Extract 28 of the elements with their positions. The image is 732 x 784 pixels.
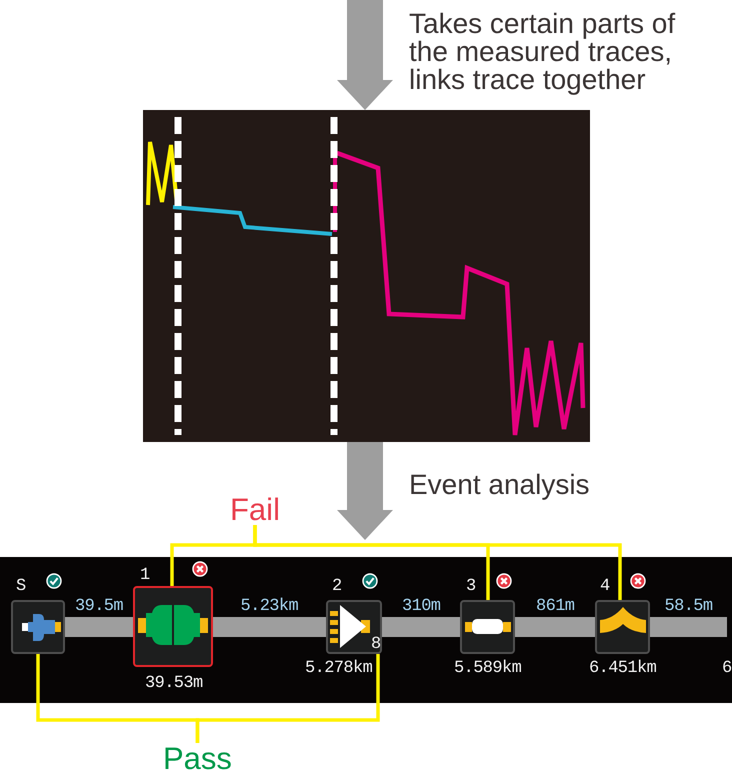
event-tile xyxy=(460,600,515,654)
event-distance: 6.451km xyxy=(589,659,656,678)
bracket-line xyxy=(253,525,622,600)
status-label: Fail xyxy=(230,494,280,525)
event-distance: 39.53m xyxy=(145,674,203,693)
event-tile xyxy=(11,600,65,654)
event-distance: 6 xyxy=(722,659,732,678)
event-number: S xyxy=(16,577,26,596)
block-arrow xyxy=(337,0,393,110)
event-distance: 5.278km xyxy=(305,659,372,678)
trace-plot xyxy=(143,110,590,442)
event-tile xyxy=(326,600,382,654)
ratio-number: 8 xyxy=(371,635,381,654)
status-label: Pass xyxy=(163,743,232,774)
bracket-line xyxy=(196,654,380,743)
event-tile xyxy=(133,586,213,667)
link-bar xyxy=(515,617,595,637)
event-tile xyxy=(595,600,650,654)
link-bar xyxy=(382,617,460,637)
event-number: 2 xyxy=(332,577,342,596)
event-number: 4 xyxy=(600,577,610,596)
event-number: 1 xyxy=(140,566,150,585)
link-bar xyxy=(650,617,727,637)
link-bar xyxy=(213,617,326,637)
link-bar xyxy=(65,617,133,637)
event-number: 3 xyxy=(466,577,476,596)
event-distance: 5.589km xyxy=(454,659,522,678)
block-arrow xyxy=(337,442,393,540)
